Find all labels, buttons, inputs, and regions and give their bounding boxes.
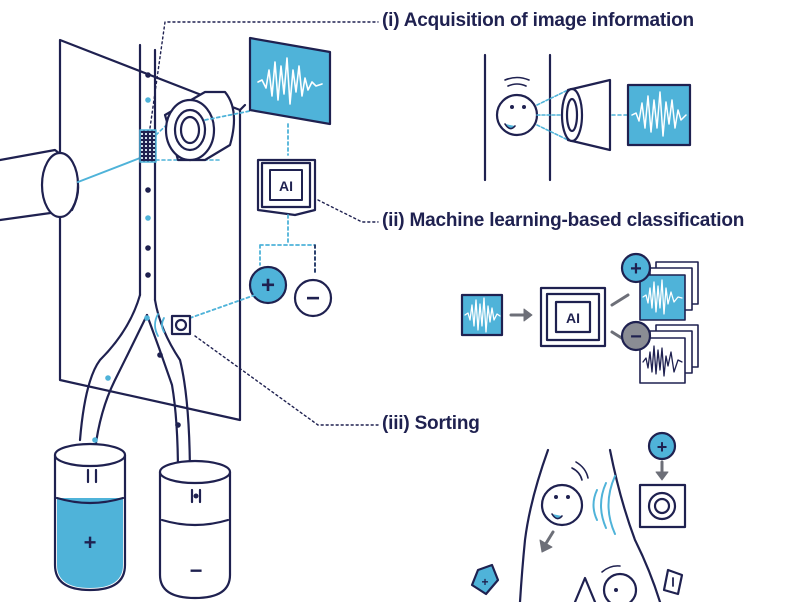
positive-tube-label: + <box>84 530 97 555</box>
collection-tube-icon: + <box>53 442 127 592</box>
acoustic-actuator-icon <box>154 313 192 337</box>
cell-dot <box>105 375 111 381</box>
cell-icon <box>601 565 638 607</box>
positive-sign: + <box>481 575 488 589</box>
negative-result-stack: − <box>620 320 699 384</box>
step1-label: (i) Acquisition of image information <box>382 10 694 31</box>
cell-dot <box>144 315 150 321</box>
positive-result-stack: + <box>620 252 699 321</box>
ai-chip-icon: AI <box>539 286 607 348</box>
cell-dot <box>145 272 151 278</box>
leader-line-step1 <box>149 21 379 129</box>
negative-class-icon: − <box>293 278 333 318</box>
cell-dot <box>145 97 151 103</box>
positive-sign: + <box>657 437 668 457</box>
cell-dot <box>175 422 181 428</box>
panel-sorting: + + <box>470 431 687 607</box>
camera-icon <box>560 78 612 152</box>
leader-line-step2 <box>317 199 379 223</box>
cell-dot <box>157 352 163 358</box>
cell-dot <box>145 72 151 78</box>
positive-tag: + <box>470 563 500 596</box>
cell-dot <box>145 215 151 221</box>
signal-waveform-icon <box>248 36 332 126</box>
panel-classification: AI + − <box>460 252 699 384</box>
acoustic-actuator-icon <box>638 483 687 529</box>
signal-waveform-icon <box>626 83 692 147</box>
cell-icon <box>495 76 539 137</box>
step2-label: (ii) Machine learning-based classificati… <box>382 210 745 231</box>
device-illustration: AI + − + <box>0 36 333 600</box>
positive-sign: + <box>630 258 642 280</box>
positive-sign: + <box>261 272 275 299</box>
panel-acquisition <box>483 53 692 182</box>
interrogation-region <box>139 129 157 163</box>
negative-tag <box>662 568 684 596</box>
cell-dot <box>145 245 151 251</box>
positive-class-icon: + <box>647 431 677 461</box>
camera-icon <box>163 90 236 162</box>
step3-label: (iii) Sorting <box>382 413 480 434</box>
ai-chip-icon: AI <box>256 158 317 217</box>
cell-dot <box>92 437 98 443</box>
signal-waveform-icon <box>460 293 504 337</box>
cell-dot <box>145 187 151 193</box>
ai-chip-text: AI <box>279 178 293 194</box>
objective-lens <box>0 148 141 222</box>
microfluidic-channel <box>78 43 192 482</box>
positive-class-icon: + <box>248 265 288 305</box>
negative-sign: − <box>630 326 642 348</box>
ai-chip-text: AI <box>566 310 580 326</box>
negative-tube-label: − <box>190 558 203 583</box>
collection-tube-icon: − <box>158 459 232 600</box>
negative-sign: − <box>306 285 320 312</box>
leader-line-step3 <box>194 335 379 426</box>
cell-icon <box>540 461 589 527</box>
